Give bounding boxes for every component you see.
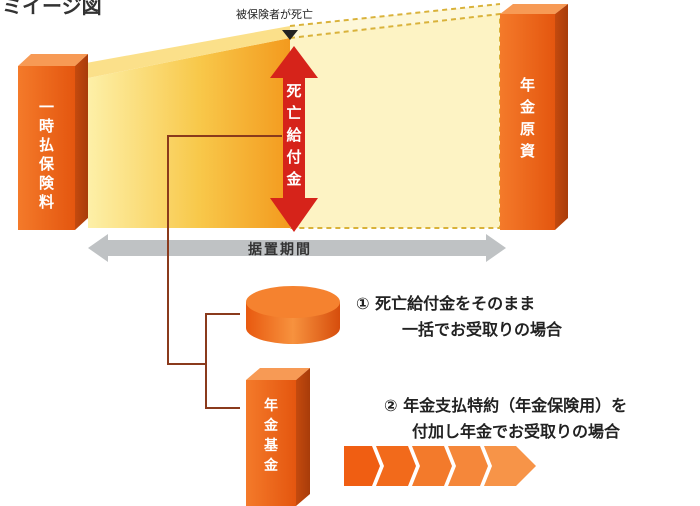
annuity-fund-label: 年金基金 [246,396,296,476]
annuity-payment-step-2 [376,446,416,486]
label-char: 年 [519,76,535,94]
label-char: 給 [286,126,302,144]
label-char: 付 [286,148,302,166]
projected-top-face [290,4,500,38]
label-char: 金 [264,418,278,434]
growth-area [88,38,290,228]
annuity-payment-step-4 [448,446,488,486]
label-char: 亡 [286,104,302,122]
label-char: 料 [38,193,54,211]
bracket-line [205,313,240,409]
label-char: 資 [519,142,535,160]
projected-area [290,14,500,228]
premium-box-top [18,54,88,66]
label-char: 払 [38,136,54,154]
option1-line1: ① 死亡給付金をそのまま [356,294,536,313]
annuity-source-box-top [500,4,568,14]
connector-line [167,135,282,365]
annuity-fund-box-top [246,368,310,380]
option2-line2: 付加し年金でお受取りの場合 [412,422,621,441]
label-char: 金 [264,458,278,474]
annuity-payment-step-1 [344,446,380,486]
label-char: 基 [264,438,278,454]
premium-box-side [75,54,88,230]
label-char: 険 [38,174,54,192]
projected-dashed-top [289,3,501,27]
label-char: 一 [38,98,54,116]
annuity-fund-box [246,380,296,506]
deferral-period-arrow [88,234,506,262]
deferral-period-label: 据置期間 [248,242,312,258]
label-char: 時 [38,117,54,135]
label-char: 死 [286,82,302,100]
premium-box-label: 一時払保険料 [18,98,75,212]
label-char: 金 [286,170,302,188]
death-benefit-label: 死亡給付金 [283,80,305,190]
label-char: 金 [519,98,535,116]
death-event-marker [282,30,298,40]
label-char: 原 [519,120,535,138]
annuity-fund-box-side [296,368,310,506]
option1-line2: 一括でお受取りの場合 [402,320,563,339]
cropped-title: ミイージ図 [2,0,102,18]
growth-top-face [75,26,290,78]
annuity-payment-step-5 [484,446,536,486]
annuity-source-box-side [555,4,568,230]
label-char: 年 [264,398,278,414]
lump-sum-disk-top [246,286,340,318]
premium-box [18,66,75,230]
label-char: 保 [38,155,54,173]
death-benefit-arrow [270,46,318,232]
annuity-payment-step-3 [412,446,452,486]
option2-line1: ② 年金支払特約（年金保険用）を [384,396,628,415]
annuity-source-box [500,14,555,230]
annuity-source-label: 年金原資 [500,74,555,162]
death-event-label: 被保険者が死亡 [236,8,313,21]
